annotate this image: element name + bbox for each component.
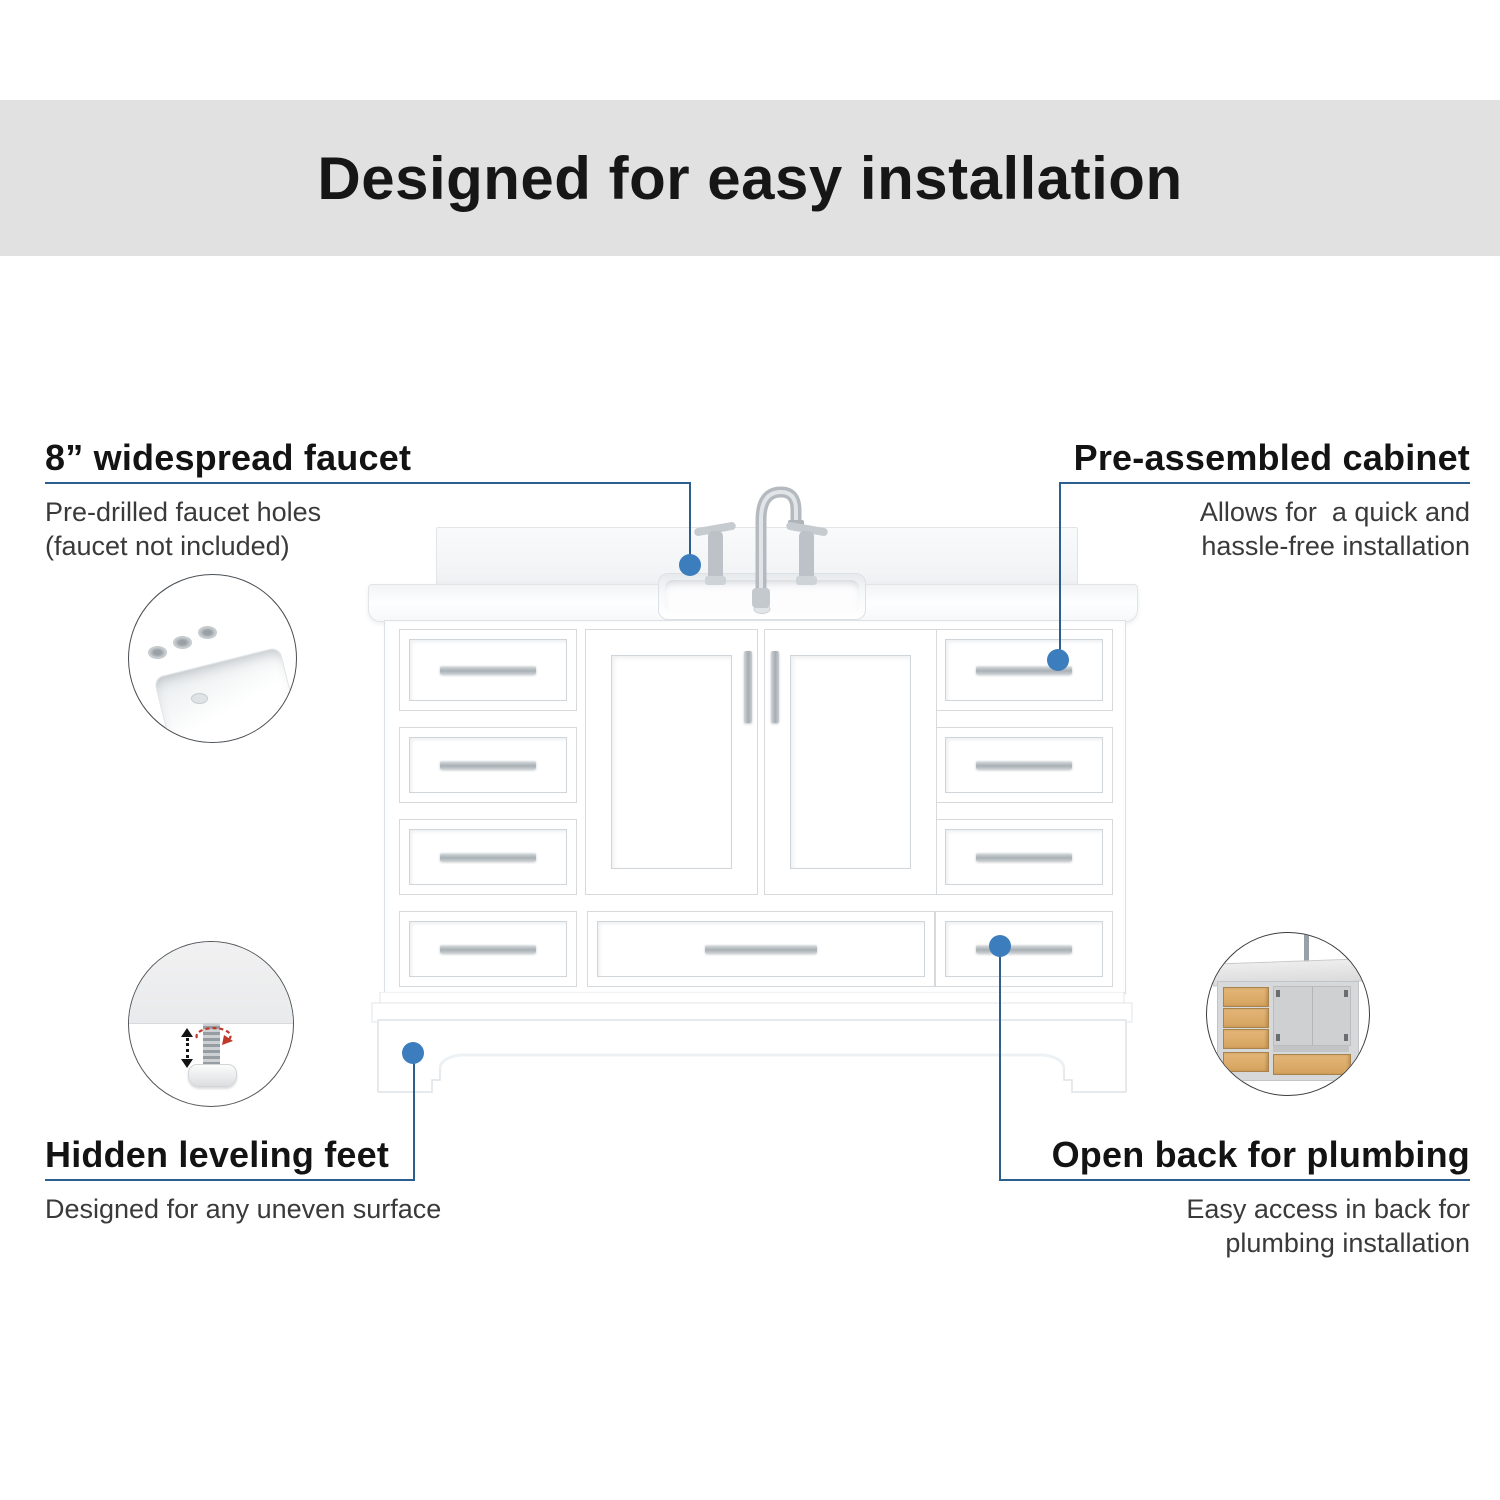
drawer-handle bbox=[976, 852, 1072, 862]
drawer-box bbox=[1223, 1029, 1269, 1049]
callout-dot-faucet bbox=[679, 554, 701, 576]
drain-pipe bbox=[1304, 933, 1309, 979]
leveling-foot bbox=[188, 1064, 237, 1087]
cabinet bbox=[384, 620, 1126, 994]
callout-feet-line: Designed for any uneven surface bbox=[45, 1194, 442, 1224]
leader-line-feet bbox=[45, 1063, 415, 1181]
door-handle-right bbox=[771, 651, 779, 723]
drawer-front bbox=[399, 911, 577, 987]
hinge-icon bbox=[1276, 990, 1280, 997]
drawer-handle bbox=[440, 665, 536, 675]
callout-faucet-title: 8” widespread faucet bbox=[45, 437, 412, 478]
faucet-handle-right bbox=[786, 522, 828, 585]
faucet-base bbox=[752, 588, 770, 608]
callout-feet: Hidden leveling feet Designed for any un… bbox=[45, 1134, 441, 1226]
callout-cabinet: Pre-assembled cabinet Allows for a quick… bbox=[1074, 437, 1470, 563]
drawer-front bbox=[935, 819, 1113, 895]
drawer-box-wide bbox=[1273, 1054, 1351, 1075]
leveling-foot-inset bbox=[128, 941, 294, 1107]
callout-faucet-line: Pre-drilled faucet holes bbox=[45, 497, 322, 527]
callout-dot-cabinet bbox=[1047, 649, 1069, 671]
leader-line-plumbing bbox=[999, 956, 1470, 1181]
drawer-box bbox=[1223, 1052, 1269, 1072]
callout-plumbing: Open back for plumbing Easy access in ba… bbox=[1052, 1134, 1470, 1260]
faucet-handle-left bbox=[694, 522, 736, 585]
drawer-handle bbox=[440, 852, 536, 862]
callout-plumbing-line: plumbing installation bbox=[1225, 1228, 1470, 1258]
drawer-handle bbox=[976, 760, 1072, 770]
open-back-inset bbox=[1206, 932, 1370, 1096]
drawer-handle bbox=[440, 944, 536, 954]
mini-rail bbox=[1273, 1046, 1349, 1052]
leader-line-cabinet bbox=[1059, 482, 1470, 651]
drawer-front bbox=[399, 727, 577, 803]
callout-dot-feet bbox=[402, 1042, 424, 1064]
callout-cabinet-line: Allows for a quick and bbox=[1199, 497, 1470, 527]
faucet-hole bbox=[198, 626, 217, 639]
hinge-icon bbox=[1276, 1034, 1280, 1041]
back-panel bbox=[1273, 986, 1351, 1046]
sink-basin-detail bbox=[153, 646, 296, 742]
faucet-spout-highlight bbox=[759, 489, 798, 606]
leader-line-faucet bbox=[45, 482, 691, 556]
drawer-front bbox=[935, 727, 1113, 803]
hinge-icon bbox=[1344, 1034, 1348, 1041]
door-handle-left bbox=[744, 651, 752, 723]
callout-plumbing-line: Easy access in back for bbox=[1186, 1194, 1470, 1224]
drawer-box bbox=[1223, 987, 1269, 1007]
drain-icon bbox=[191, 693, 208, 704]
header-banner: Designed for easy installation bbox=[0, 100, 1500, 256]
threaded-rod bbox=[203, 1023, 220, 1068]
callout-faucet: 8” widespread faucet Pre-drilled faucet … bbox=[45, 437, 411, 563]
drawer-front bbox=[935, 911, 1113, 987]
drawer-front bbox=[399, 819, 577, 895]
drawer-box bbox=[1223, 1008, 1269, 1028]
drawer-handle bbox=[440, 760, 536, 770]
sink-detail-inset bbox=[128, 574, 297, 743]
faucet-hole bbox=[173, 636, 192, 649]
cabinet-door-left bbox=[585, 629, 758, 895]
faucet-hole bbox=[148, 646, 167, 659]
drawer-handle bbox=[976, 665, 1072, 675]
faucet-illustration bbox=[694, 486, 828, 608]
callout-feet-title: Hidden leveling feet bbox=[45, 1134, 390, 1175]
callout-dot-plumbing bbox=[989, 935, 1011, 957]
cabinet-underside bbox=[129, 942, 293, 1024]
drawer-handle bbox=[705, 944, 817, 954]
hinge-icon bbox=[1344, 990, 1348, 997]
drawer-front bbox=[399, 629, 577, 711]
rotation-arrow-icon bbox=[195, 1027, 233, 1045]
base-arch-shading bbox=[438, 1053, 1066, 1070]
callout-cabinet-title: Pre-assembled cabinet bbox=[1073, 437, 1470, 478]
vanity-base bbox=[371, 992, 1133, 1093]
callout-cabinet-line: hassle-free installation bbox=[1201, 531, 1470, 561]
callout-faucet-line: (faucet not included) bbox=[45, 531, 290, 561]
drawer-front-wide bbox=[587, 911, 935, 987]
drawer-handle bbox=[976, 944, 1072, 954]
cabinet-door-right bbox=[764, 629, 937, 895]
callout-plumbing-title: Open back for plumbing bbox=[1051, 1134, 1470, 1175]
page-title: Designed for easy installation bbox=[317, 144, 1183, 212]
